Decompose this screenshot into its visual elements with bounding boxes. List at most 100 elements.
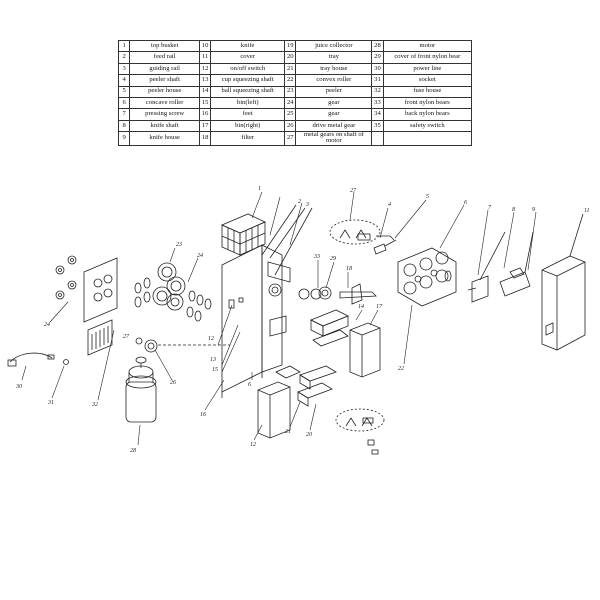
part-number: 19 <box>284 39 297 53</box>
callout-label: 1 <box>258 186 261 192</box>
drive-metal-gear <box>135 337 230 353</box>
table-row: 2 feed rail 11 cover 20 tray 29 cover of… <box>117 51 473 64</box>
callout-label: 29 <box>330 256 336 262</box>
part-number <box>371 131 384 146</box>
callout-label: 22 <box>398 366 404 372</box>
part-number: 35 <box>371 119 384 133</box>
callout-label: 7 <box>488 205 492 211</box>
table-row: 3 guiding rail 12 on/off switch 21 tray … <box>117 62 473 76</box>
callout-label: 27 <box>123 334 130 340</box>
part-number: 29 <box>371 51 384 64</box>
part-name <box>382 131 473 146</box>
part-name: metal gears on shaft of motor <box>295 131 373 146</box>
shafts <box>298 283 377 305</box>
callout-label: 18 <box>346 266 352 272</box>
detail-27 <box>329 219 395 245</box>
cup-squeezer <box>397 247 457 307</box>
power-line <box>7 352 69 367</box>
callout-label: 14 <box>358 303 364 310</box>
trays <box>275 309 349 407</box>
part-number: 28 <box>371 39 384 53</box>
part-number: 8 <box>117 119 131 133</box>
table-row: 9 knife house 18 filter 27 metal gears o… <box>117 131 473 146</box>
callout-label: 28 <box>130 448 136 454</box>
callout-label: 30 <box>15 384 22 390</box>
part-name: drive metal gear <box>295 119 373 133</box>
callout-label: 2 <box>298 199 301 205</box>
detail-21 <box>335 408 385 455</box>
callout-label: 16 <box>200 412 206 418</box>
part-name: filter <box>210 131 286 146</box>
part-number: 18 <box>198 131 212 146</box>
part-name: knife house <box>129 131 200 146</box>
part-number: 30 <box>371 62 384 76</box>
callout-label: 9 <box>532 207 535 213</box>
front-panel <box>83 257 118 356</box>
part-number: 23 <box>284 85 297 98</box>
motor <box>125 356 157 423</box>
part-number: 10 <box>198 39 212 53</box>
callout-label: 5 <box>426 194 429 200</box>
table-row: 1 top busket 10 knife 19 juice collector… <box>117 39 473 53</box>
callout-label: 8 <box>512 207 515 213</box>
table-row: 5 peeler house 14 ball squeezing shaft 2… <box>117 85 473 98</box>
callout-labels: 1 2 3 27 4 5 6 7 8 9 11 23 24 24 30 31 3… <box>15 186 590 454</box>
peeler <box>467 231 506 303</box>
callout-label: 13 <box>210 357 216 363</box>
callout-label: 6 <box>248 382 251 388</box>
knife-house <box>499 231 534 297</box>
callout-label: 17 <box>376 304 383 310</box>
callout-label: 32 <box>91 402 98 408</box>
part-number: 27 <box>284 131 297 146</box>
part-name: cover of front nylon bear <box>382 51 473 64</box>
callout-label: 23 <box>176 242 182 248</box>
table-row: 8 knife shaft 17 bin(right) 26 drive met… <box>117 119 473 133</box>
part-number: 16 <box>198 108 212 121</box>
part-name: knife <box>210 39 286 53</box>
part-number: 9 <box>117 131 131 146</box>
table-row: 6 concave roller 15 bin(left) 24 gear 33… <box>117 96 473 110</box>
cover <box>541 213 586 351</box>
callout-label: 15 <box>212 367 218 373</box>
part-number: 17 <box>198 119 212 133</box>
part-number: 14 <box>198 85 212 98</box>
part-number: 2 <box>117 51 131 64</box>
callout-label: 3 <box>305 202 309 208</box>
callout-label: 21 <box>285 429 291 435</box>
part-name: tray <box>295 51 373 64</box>
part-number: 20 <box>284 51 297 64</box>
callout-label: 26 <box>170 380 176 386</box>
knife-parts <box>373 239 397 255</box>
part-number: 11 <box>198 51 212 64</box>
callout-label: 31 <box>47 400 54 406</box>
callout-label: 12 <box>250 442 256 448</box>
callout-label: 4 <box>388 201 391 208</box>
part-number: 1 <box>117 39 131 53</box>
part-number: 26 <box>284 119 297 133</box>
leader-lines <box>21 191 537 446</box>
part-name: juice collector <box>295 39 373 53</box>
part-name: cover <box>210 51 286 64</box>
bin-right <box>349 322 381 378</box>
feed-rails <box>261 204 313 276</box>
callout-label: 11 <box>584 208 590 214</box>
nylon-bears <box>55 255 77 300</box>
callout-label: 12 <box>208 336 214 342</box>
part-name: safety switch <box>382 119 473 133</box>
callout-label: 6 <box>464 200 467 206</box>
part-number: 24 <box>284 96 297 110</box>
callout-label: 20 <box>306 432 312 438</box>
callout-label: 33 <box>313 254 320 260</box>
main-housing <box>221 244 291 398</box>
callout-label: 24 <box>44 321 50 328</box>
parts-table: 1 top busket 10 knife 19 juice collector… <box>117 39 473 146</box>
gear-assembly <box>134 262 212 322</box>
part-name: top busket <box>129 39 200 53</box>
part-number: 31 <box>371 74 384 87</box>
top-basket <box>220 213 266 256</box>
part-name: motor <box>382 39 473 53</box>
callout-label: 27 <box>350 188 357 194</box>
part-number: 21 <box>284 62 297 76</box>
callout-label: 24 <box>197 252 203 259</box>
